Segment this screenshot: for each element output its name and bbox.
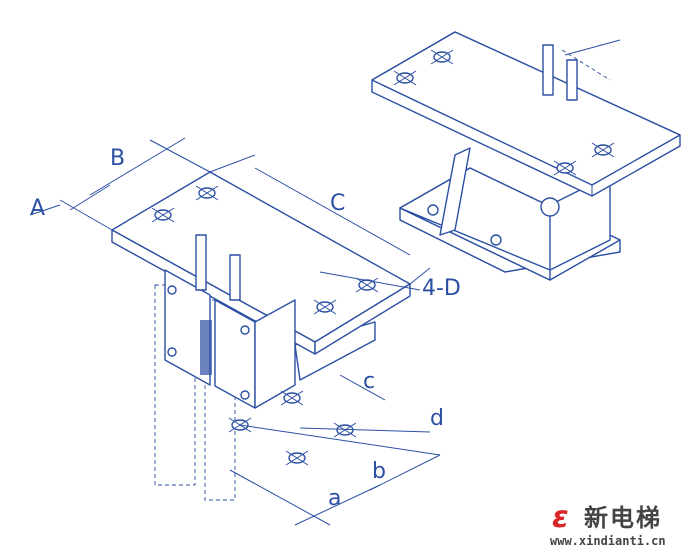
label-b: b <box>372 459 386 484</box>
site-logo: ε 新电梯 www.xindianti.cn <box>548 498 688 556</box>
logo-url: www.xindianti.cn <box>550 534 666 548</box>
right-assembly <box>371 31 681 281</box>
logo-name: 新电梯 <box>584 504 662 532</box>
label-c: c <box>363 369 375 394</box>
label-B: B <box>110 146 125 171</box>
logo-mark: ε <box>552 500 569 535</box>
label-A: A <box>30 196 45 221</box>
label-a: a <box>328 486 341 511</box>
label-d: d <box>430 406 444 431</box>
label-4-D: 4-D <box>422 276 461 301</box>
label-C: C <box>330 191 345 216</box>
left-assembly <box>111 171 411 501</box>
dimensions <box>29 137 441 526</box>
